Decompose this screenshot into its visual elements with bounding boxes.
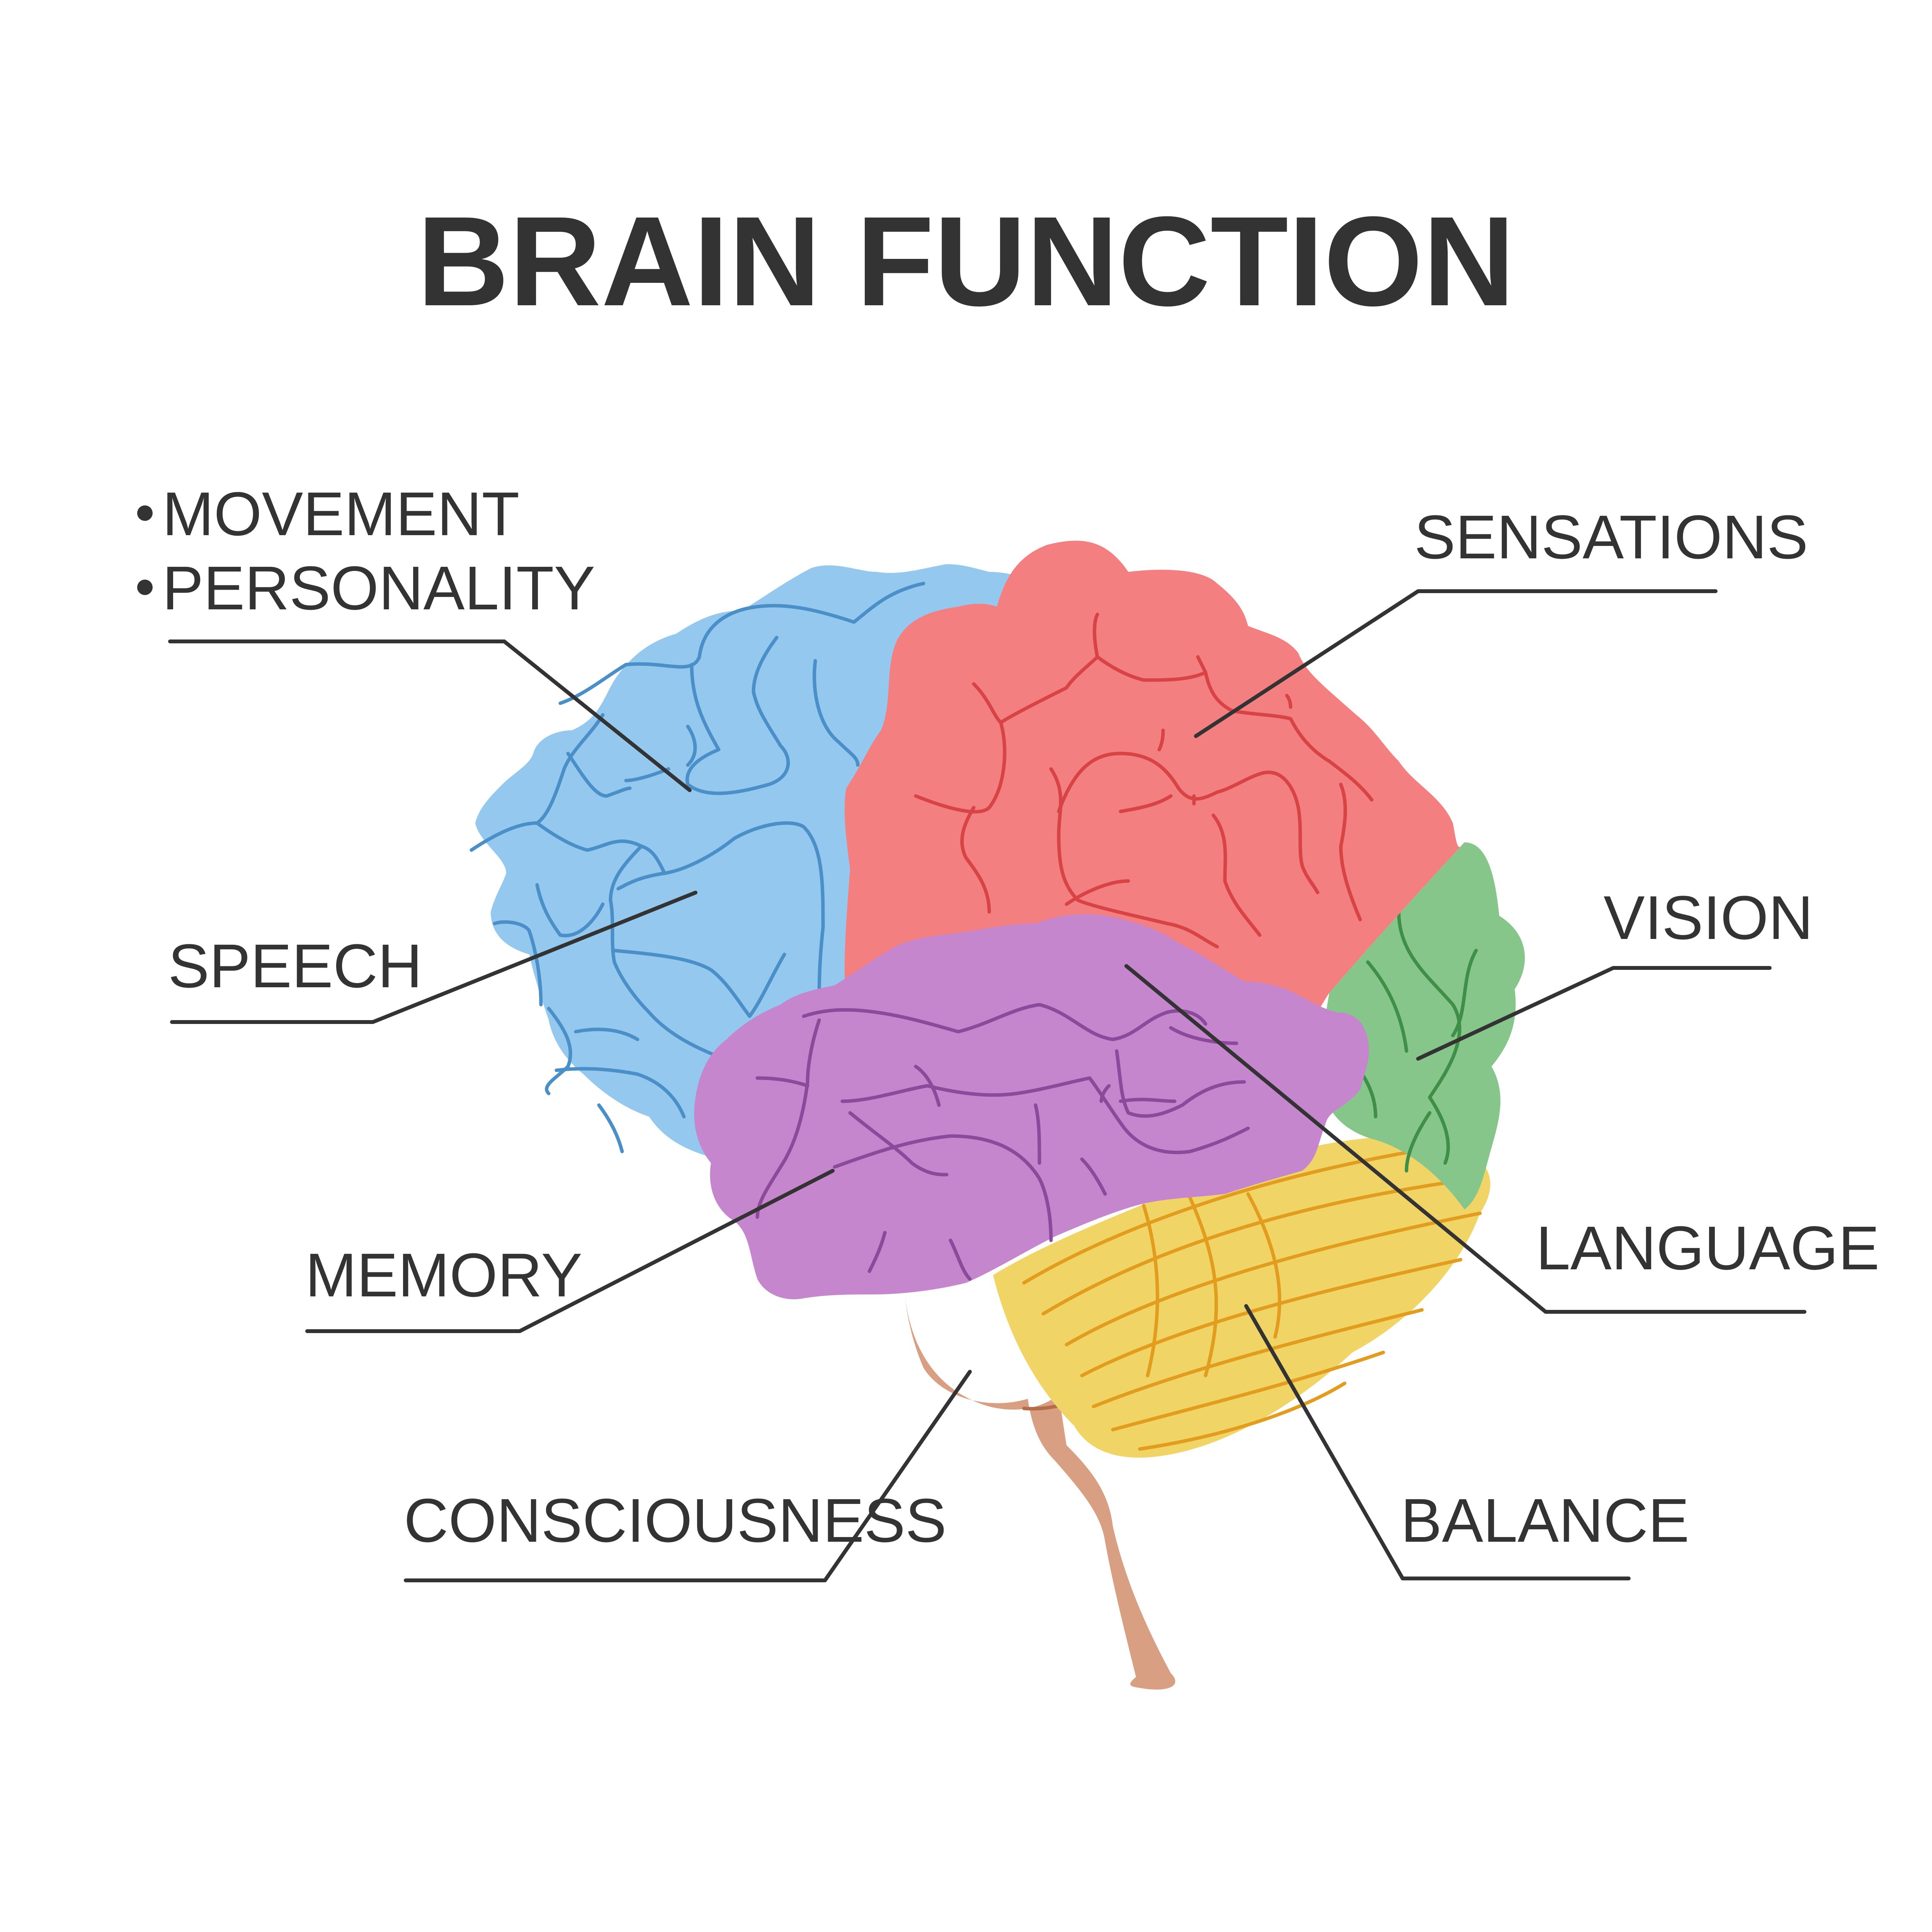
label-sensations: SENSATIONS xyxy=(1414,502,1808,571)
leader-lines xyxy=(168,589,1806,1582)
label-speech: SPEECH xyxy=(168,931,422,1000)
leader-line-consciousness xyxy=(404,1370,972,1582)
cerebellum xyxy=(993,1136,1490,1458)
label-vision: VISION xyxy=(1604,883,1813,952)
bullet-dot-icon xyxy=(137,505,153,521)
leader-line-language xyxy=(1124,964,1806,1314)
leader-line-memory xyxy=(305,1169,835,1333)
label-memory: MEMORY xyxy=(305,1240,582,1310)
bullet-dot-icon xyxy=(137,580,153,595)
label-personality: PERSONALITY xyxy=(162,553,595,622)
temporal-lobe xyxy=(694,914,1369,1299)
label-consciousness: CONSCIOUSNESS xyxy=(404,1486,947,1555)
parietal-lobe xyxy=(844,541,1464,1020)
frontal-lobe xyxy=(469,564,1039,1184)
leader-line-vision xyxy=(1416,966,1772,1061)
label-movement: MOVEMENT xyxy=(162,479,519,548)
leader-line-sensations xyxy=(1194,589,1718,738)
leader-line-speech xyxy=(170,891,697,1024)
labels: MOVEMENT PERSONALITY SPEECH SENSATIONS V… xyxy=(137,479,1879,1555)
label-language: LANGUAGE xyxy=(1536,1213,1879,1282)
page-title: BRAIN FUNCTION xyxy=(417,190,1515,332)
label-balance: BALANCE xyxy=(1401,1486,1689,1555)
leader-line-balance xyxy=(1244,1304,1631,1580)
leader-line-movement-personality xyxy=(168,639,692,792)
